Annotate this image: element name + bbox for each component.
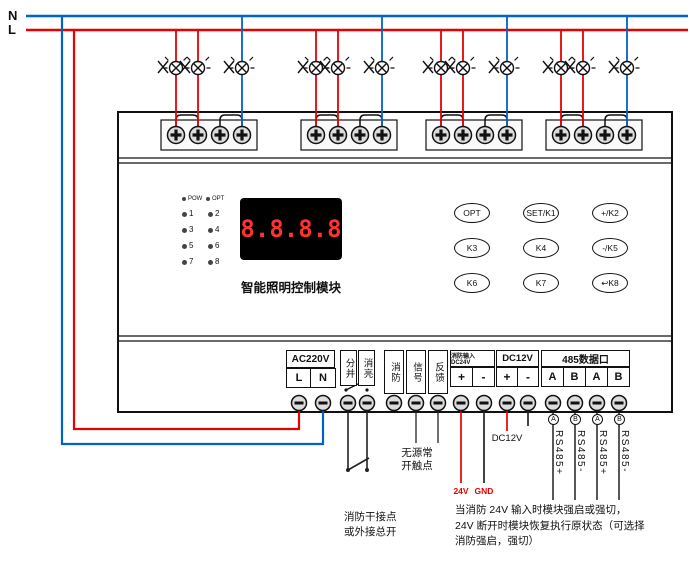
rs485-terminal-a2: A (585, 367, 608, 387)
rs485-plus-note-1: RS485+ (553, 430, 564, 476)
dc12v-label: DC12V (496, 350, 539, 367)
fire-input-label: 消防输入DC24V (450, 350, 495, 367)
dc12v-minus-terminal-label: - (517, 367, 539, 387)
key-k7: K7 (523, 273, 559, 293)
mode-label-split-merge: 分并 (340, 350, 357, 386)
terminal-label-l: L (286, 368, 312, 388)
rs485-terminal-b2: B (607, 367, 630, 387)
key-minus-k5: -/K5 (592, 238, 628, 258)
channel-led-icon (182, 243, 187, 249)
channel-led-label: 4 (215, 225, 220, 234)
neutral-bus-label: N (8, 8, 18, 23)
terminal-label-n: N (310, 368, 336, 388)
fire-feedback-label-1: 消防 (384, 350, 404, 394)
mode-label-off-on: 消亮 (358, 350, 375, 386)
opt-led-icon (206, 197, 210, 201)
seven-segment-display: 8.8.8.8 (240, 198, 342, 260)
channel-led-icon (182, 259, 187, 265)
fire-switch-note-line2: 或外接总开 (344, 526, 397, 538)
key-set-k1: SET/K1 (523, 203, 559, 223)
channel-led-icon (208, 243, 213, 249)
fire-feedback-label-3: 反馈 (428, 350, 448, 394)
wire-marker-b1: B (570, 414, 581, 425)
rs485-terminal-a1: A (541, 367, 564, 387)
fire-24v-note: 24V (453, 486, 469, 496)
pow-led-label: POW (188, 196, 203, 202)
key-opt: OPT (454, 203, 490, 223)
bottom-screw-terminals (290, 394, 628, 412)
channel-led-icon (208, 259, 213, 265)
channel-led-label: 8 (215, 257, 220, 266)
channel-led-icon (208, 211, 213, 217)
channel-led-label: 7 (189, 257, 194, 266)
wire-marker-a2: A (592, 414, 603, 425)
key-k4: K4 (523, 238, 559, 258)
ac-live-feed-wire (72, 30, 301, 431)
channel-led-label: 2 (215, 209, 220, 218)
rs485-terminal-b1: B (563, 367, 586, 387)
rs485-plus-note-2: RS485+ (597, 430, 608, 476)
channel-led-icon (208, 227, 213, 233)
channel-led-label: 1 (189, 209, 194, 218)
wire-marker-b2: B (614, 414, 625, 425)
channel-led-icon (182, 211, 187, 217)
note-line-3: 消防强启，强切） (455, 535, 539, 547)
key-k6: K6 (454, 273, 490, 293)
fire-feedback-label-2: 信号 (406, 350, 426, 394)
channel-led-label: 6 (215, 241, 220, 250)
no-contact-note: 无源常开触点 (401, 447, 433, 472)
rs485-minus-note-1: RS485- (575, 430, 586, 473)
channel-led-label: 5 (189, 241, 194, 250)
fire-switch-note-line1: 消防干接点 (344, 511, 397, 523)
fire-dry-contact-wiring (346, 408, 370, 472)
fire-behavior-note: 当消防 24V 输入时模块强启或强切， 24V 断开时模块恢复执行原状态（可选择… (455, 503, 689, 550)
channel-led-icon (182, 227, 187, 233)
fire-minus-terminal-label: - (472, 367, 495, 387)
pow-led-icon (182, 197, 186, 201)
dc12v-plus-terminal-label: + (496, 367, 518, 387)
fire-gnd-note: GND (474, 486, 494, 496)
rs485-port-label: 485数据口 (541, 350, 630, 367)
fire-plus-terminal-label: + (450, 367, 473, 387)
live-bus-label: L (8, 22, 16, 37)
key-k3: K3 (454, 238, 490, 258)
opt-led-label: OPT (212, 196, 225, 202)
channel-led-label: 3 (189, 225, 194, 234)
dc12v-note: DC12V (491, 433, 523, 444)
note-line-2: 24V 断开时模块恢复执行原状态（可选择 (455, 519, 645, 532)
rs485-minus-note-2: RS485- (619, 430, 630, 473)
live-lamp-wires (175, 30, 584, 126)
key-plus-k2: +/K2 (592, 203, 628, 223)
key-back-k8: ↩K8 (592, 273, 628, 293)
note-line-1: 当消防 24V 输入时模块强启或强切， (455, 504, 627, 516)
indicator-panel: POW OPT 1 2 3 4 5 6 7 8 (182, 192, 240, 270)
ac220v-label: AC220V (286, 350, 335, 368)
wire-marker-a1: A (548, 414, 559, 425)
module-title: 智能照明控制模块 (240, 281, 341, 295)
feedback-contact-wires (415, 408, 439, 443)
ac-neutral-feed-wire (60, 16, 325, 446)
